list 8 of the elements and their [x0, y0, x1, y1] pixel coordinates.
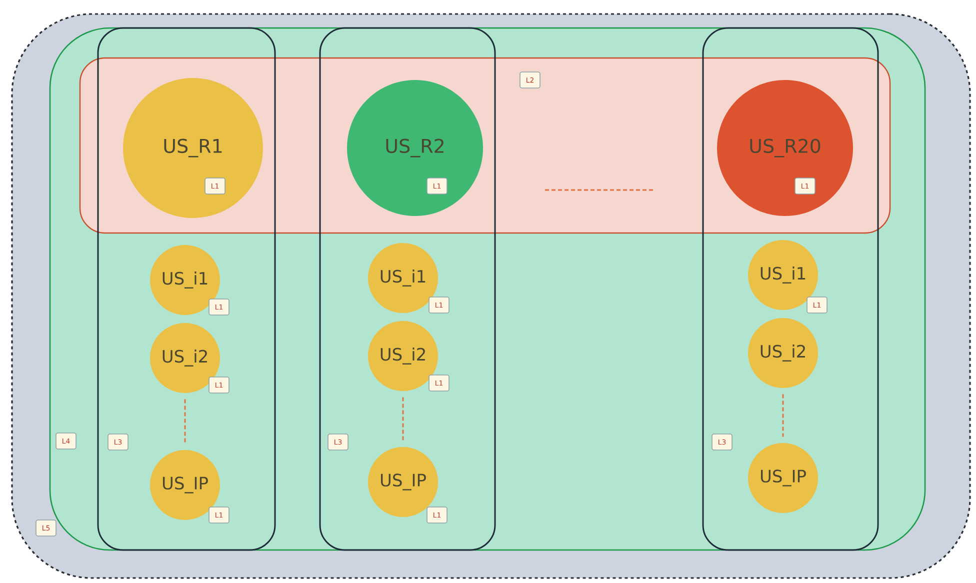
- dashed-line: [402, 397, 404, 441]
- column-region: [702, 27, 879, 551]
- column-region: [319, 27, 496, 551]
- column-region: [97, 27, 276, 551]
- circle-node: US_IP: [748, 443, 818, 513]
- dashed-line: [782, 394, 784, 437]
- dashed-line: [184, 399, 186, 444]
- circle-node: US_i2: [748, 318, 818, 388]
